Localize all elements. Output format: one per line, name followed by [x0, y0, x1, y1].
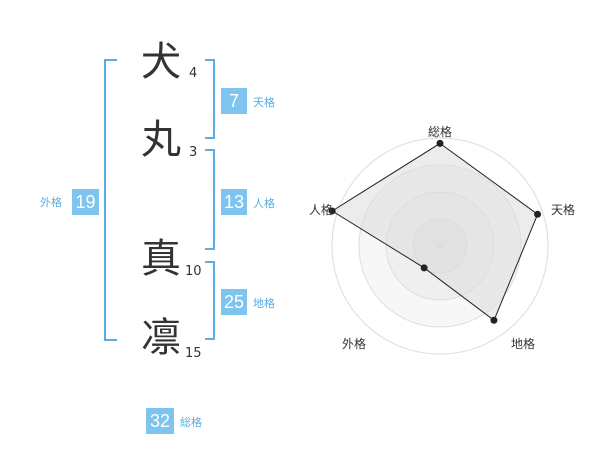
radar-polygon — [331, 142, 539, 322]
name-char-3-strokes: 10 — [185, 264, 202, 279]
chikaku-badge: 25 — [221, 289, 247, 315]
tenkaku-label: 天格 — [253, 96, 275, 109]
tenkaku-bracket — [205, 59, 215, 139]
jinkaku-label: 人格 — [253, 197, 275, 210]
radar-point-2 — [490, 316, 498, 324]
radar-axis-label-jinkaku: 人格 — [309, 203, 334, 217]
radar-point-0 — [436, 139, 444, 147]
name-char-2: 丸 — [141, 117, 181, 163]
name-char-4: 凛 — [141, 315, 181, 361]
chikaku-label: 地格 — [253, 297, 275, 310]
soukaku-label: 総格 — [180, 416, 202, 429]
tenkaku-badge: 7 — [221, 88, 247, 114]
name-char-4-strokes: 15 — [185, 346, 202, 361]
radar-axis-label-tenkaku: 天格 — [551, 203, 576, 217]
radar-point-1 — [534, 210, 542, 218]
radar-axis-label-gaikaku: 外格 — [342, 337, 367, 351]
radar-point-4 — [328, 207, 336, 215]
radar-axis-label-soukaku: 総格 — [428, 125, 453, 139]
jinkaku-bracket — [205, 149, 215, 250]
radar-point-3 — [420, 264, 428, 272]
gaikaku-badge: 19 — [72, 189, 99, 215]
gaikaku-label: 外格 — [40, 196, 62, 209]
name-char-1-strokes: 4 — [189, 66, 198, 81]
name-char-2-strokes: 3 — [189, 145, 198, 160]
chikaku-bracket — [205, 261, 215, 340]
gaikaku-bracket — [104, 59, 117, 341]
radar-axis-label-chikaku: 地格 — [511, 337, 536, 351]
jinkaku-badge: 13 — [221, 189, 247, 215]
soukaku-badge: 32 — [146, 408, 174, 434]
name-char-3: 真 — [141, 236, 181, 282]
name-char-1: 犬 — [141, 39, 181, 85]
